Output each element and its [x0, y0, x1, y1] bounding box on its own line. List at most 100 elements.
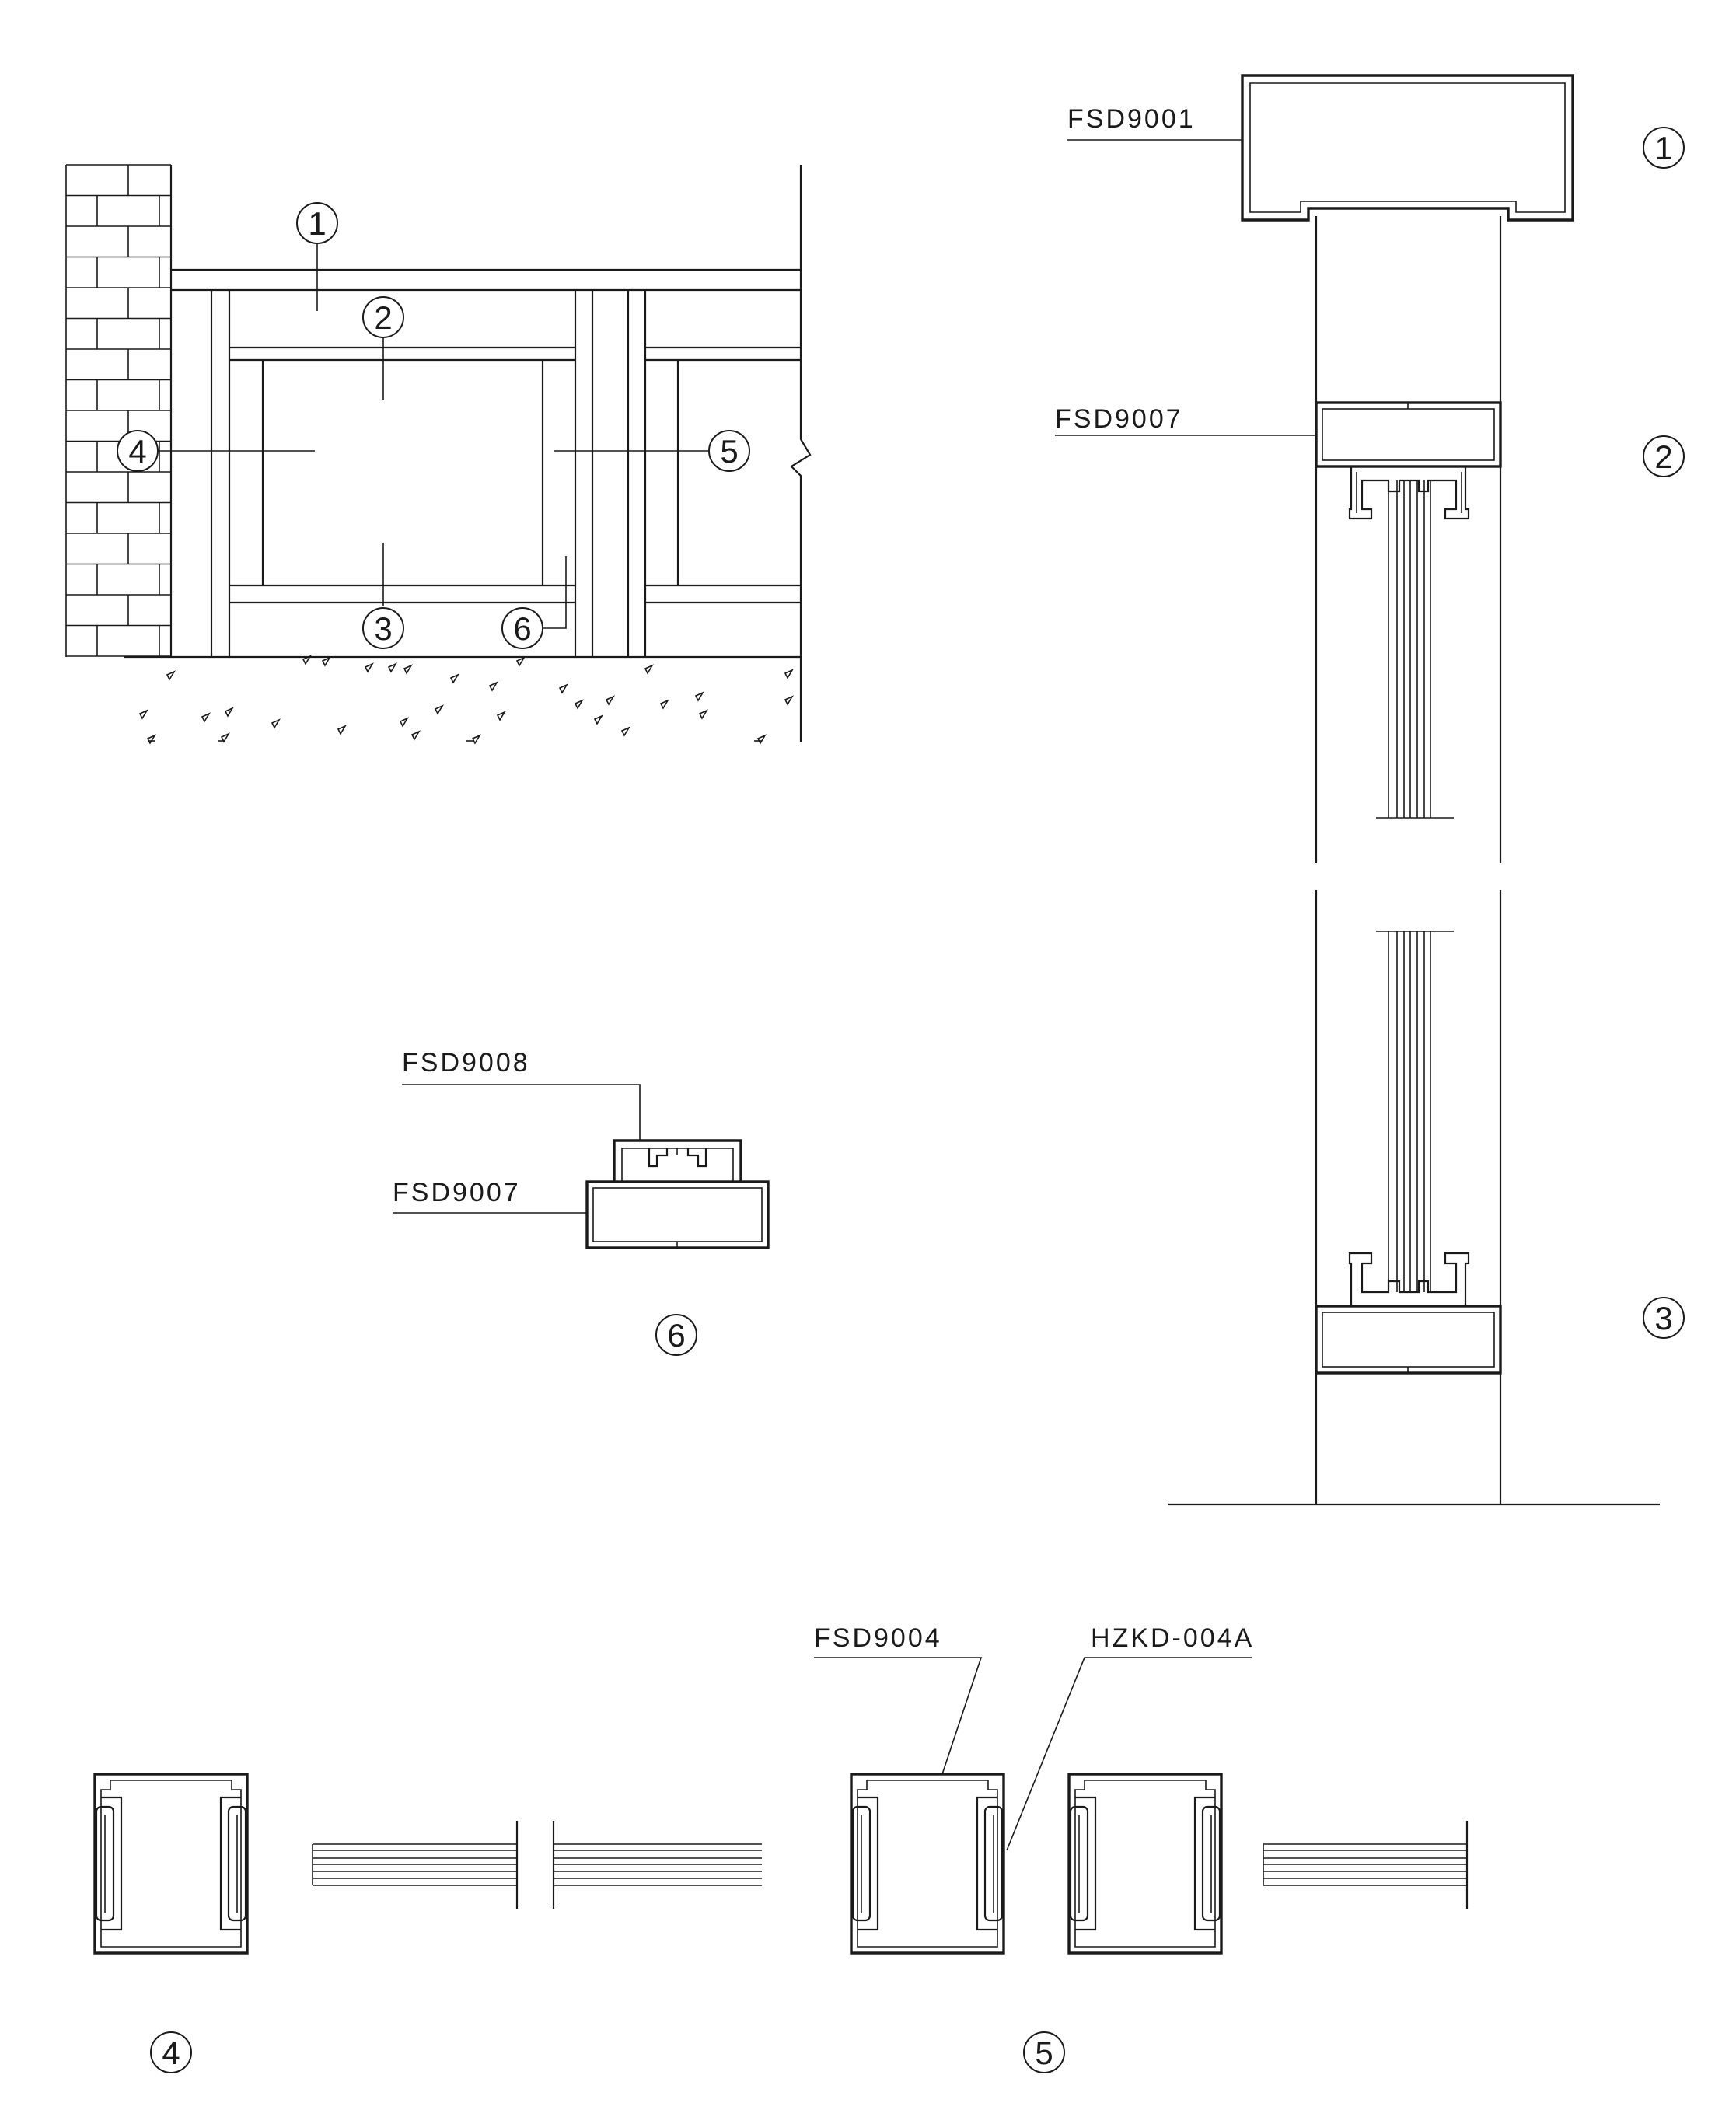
glass-strip-5	[1263, 1843, 1467, 1886]
callout-elev-1: 1	[296, 202, 338, 244]
callout-elev-4: 4	[117, 430, 159, 472]
label-seal-strip: HZKD-004A	[1091, 1623, 1254, 1653]
hatch-mark	[399, 717, 409, 728]
glass-pane-upper	[1376, 480, 1454, 819]
svg-text:1: 1	[308, 205, 326, 242]
hatch-mark	[694, 691, 704, 702]
hatch-mark	[471, 734, 481, 745]
door-frame	[124, 165, 812, 742]
svg-text:3: 3	[1654, 1300, 1672, 1336]
stile-inner	[1074, 1780, 1216, 1948]
hatch-mark	[364, 662, 374, 673]
label-top-track: FSD9001	[1067, 104, 1196, 134]
svg-text:1: 1	[1654, 130, 1672, 166]
hatch-mark	[220, 732, 230, 743]
hatch-mark	[138, 709, 148, 720]
channel-right	[976, 1796, 997, 1931]
hatch-mark	[784, 695, 794, 706]
ground-hatch	[138, 655, 794, 745]
stile-profile-5a	[850, 1773, 1005, 1955]
upper-rail-profile	[1315, 401, 1502, 520]
elevation-leaders	[157, 243, 709, 629]
channel-left	[1075, 1796, 1097, 1931]
hatch-mark	[434, 704, 444, 715]
stile-outer	[1067, 1773, 1223, 1955]
hatch-mark	[166, 670, 176, 681]
svg-text:5: 5	[720, 433, 738, 470]
callout-sec-4: 4	[150, 2031, 192, 2073]
seal-left	[1069, 1805, 1089, 1922]
hatch-mark	[659, 699, 669, 710]
lower-rail-profile	[1315, 1252, 1502, 1375]
hatch-mark	[496, 711, 506, 721]
detail-4: 4	[93, 1773, 762, 2073]
channel-right	[219, 1796, 241, 1931]
elevation-view: 1 2 4 5 3 6	[65, 164, 812, 745]
label-detail6-lower: FSD9007	[393, 1178, 521, 1207]
hatch-mark	[644, 664, 654, 675]
seal-right	[227, 1805, 247, 1922]
hatch-mark	[620, 726, 630, 737]
detail6-upper-profile	[613, 1139, 742, 1182]
detail-6: FSD9008 FSD9007 6	[393, 1048, 770, 1356]
hatch-mark	[558, 683, 568, 694]
hatch-mark	[387, 662, 397, 673]
hatch-mark	[271, 718, 281, 729]
channel-left	[101, 1796, 123, 1931]
hatch-mark	[574, 699, 584, 710]
stile-profile-4	[93, 1773, 249, 1955]
svg-text:6: 6	[667, 1317, 685, 1354]
callout-sec-2: 2	[1643, 435, 1685, 477]
hatch-mark	[201, 712, 211, 723]
seal-right	[1201, 1805, 1221, 1922]
glass-strip-4a	[312, 1843, 517, 1886]
hatch-mark	[410, 730, 421, 741]
label-vertical-stile: FSD9004	[814, 1623, 942, 1653]
hatch-mark	[146, 734, 156, 745]
svg-text:6: 6	[513, 610, 531, 647]
top-track-profile	[1241, 74, 1574, 222]
svg-text:5: 5	[1035, 2035, 1053, 2071]
callout-sec-6: 6	[655, 1314, 697, 1356]
svg-text:4: 4	[162, 2035, 180, 2071]
callout-sec-5: 5	[1023, 2031, 1065, 2073]
seal-right	[983, 1805, 1004, 1922]
hatch-mark	[756, 734, 767, 745]
hatch-mark	[784, 669, 794, 679]
hatch-mark	[488, 681, 498, 692]
stile-outer	[850, 1773, 1005, 1955]
callout-elev-2: 2	[362, 296, 404, 338]
seal-left	[851, 1805, 871, 1922]
hatch-mark	[698, 709, 708, 720]
hatch-mark	[515, 656, 526, 667]
callout-elev-3: 3	[362, 607, 404, 649]
channel-right	[1193, 1796, 1215, 1931]
hatch-mark	[321, 656, 331, 667]
callout-sec-3: 3	[1643, 1297, 1685, 1339]
stile-profile-5b	[1067, 1773, 1223, 1955]
stile-inner	[100, 1780, 242, 1948]
callout-sec-1: 1	[1643, 127, 1685, 169]
stile-outer	[93, 1773, 249, 1955]
vertical-section: FSD9001 FSD9007 1 2 3	[1055, 74, 1685, 1506]
detail-5: FSD9004 HZKD-004A 5	[814, 1623, 1469, 2073]
svg-text:2: 2	[1654, 438, 1672, 475]
hatch-mark	[224, 707, 234, 718]
label-detail6-upper: FSD9008	[402, 1048, 530, 1078]
glass-strip-4b	[553, 1843, 762, 1886]
svg-text:2: 2	[374, 299, 392, 336]
callout-elev-6: 6	[501, 607, 543, 649]
hatch-mark	[337, 725, 347, 735]
label-upper-rail: FSD9007	[1055, 404, 1183, 434]
channel-left	[858, 1796, 879, 1931]
detail6-lower-profile	[585, 1180, 770, 1249]
svg-text:4: 4	[128, 433, 146, 470]
hatch-mark	[605, 695, 615, 706]
brick-wall	[65, 164, 173, 657]
glass-pane-lower	[1376, 931, 1454, 1292]
callout-elev-5: 5	[708, 430, 750, 472]
hatch-mark	[449, 673, 459, 684]
svg-text:3: 3	[374, 610, 392, 647]
hatch-mark	[403, 664, 413, 675]
